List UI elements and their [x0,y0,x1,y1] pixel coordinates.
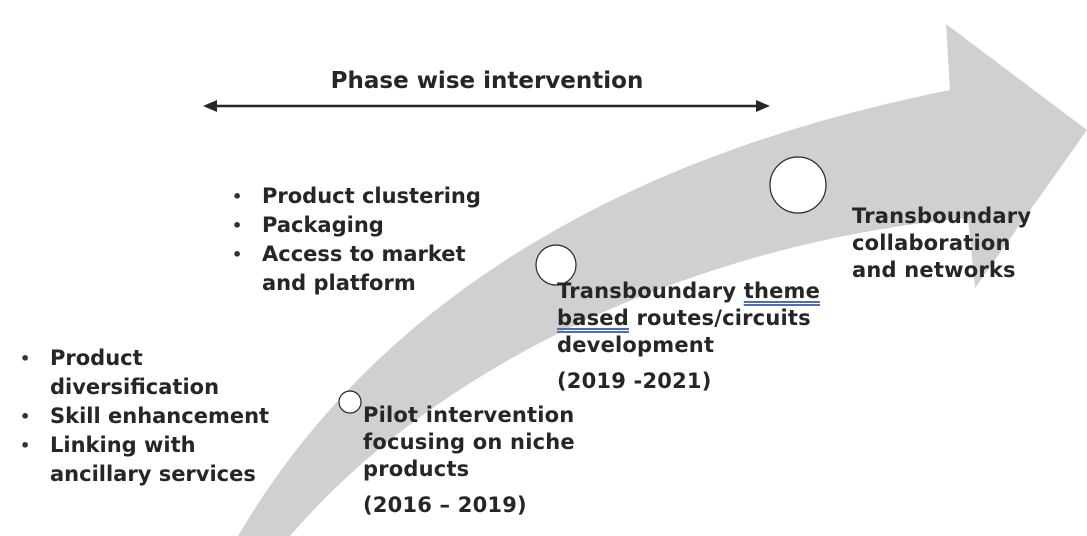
list-item: Access to market and platform [230,240,472,298]
list-item: Product clustering [230,182,500,211]
growth-arrow [238,24,1087,536]
phase-left-list: Product diversification Skill enhancemen… [18,344,288,489]
milestone-2-line: development [557,333,715,357]
milestone-2-text: theme [743,279,821,303]
milestone-1-period: (2016 – 2019) [363,493,527,517]
right-arrowhead [756,100,770,112]
milestone-1-line: focusing on niche [363,430,575,454]
milestone-1-line: products [363,457,470,481]
milestone-3-line: Transboundary [852,204,1032,228]
milestone-3-line: collaboration [852,231,1011,255]
page-title: Phase wise intervention [330,68,644,94]
milestone-3-label: Transboundary collaboration and networks [852,203,1031,284]
list-item: Skill enhancement [18,402,288,431]
milestone-2-line: Transboundary theme [557,278,820,305]
milestone-3-line: and networks [852,258,1016,282]
milestone-1-line: Pilot intervention [363,403,575,427]
milestone-2-text: Transboundary [557,279,744,303]
milestone-2-line: based routes/circuits [557,305,820,332]
left-arrowhead [203,100,217,112]
milestone-2-text: routes/circuits [628,306,811,330]
milestone-marker-3 [769,156,827,214]
milestone-2-period: (2019 -2021) [557,369,712,393]
milestone-2-text: based [557,306,629,330]
milestone-marker-1 [338,390,362,414]
milestone-2-label: Transboundary theme based routes/circuit… [557,278,820,359]
milestone-1-label: Pilot intervention focusing on niche pro… [363,402,575,483]
phase-span-arrow [203,100,770,112]
list-item: Linking with ancillary services [18,431,270,489]
list-item: Product diversification [18,344,220,402]
milestone-marker-2 [535,244,577,286]
list-item: Packaging [230,211,500,240]
phase-mid-list: Product clustering Packaging Access to m… [230,182,500,298]
